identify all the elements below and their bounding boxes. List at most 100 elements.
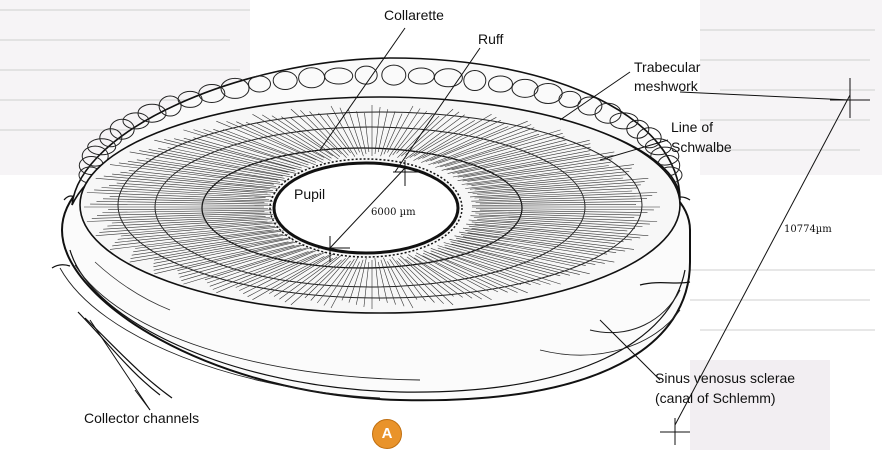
iris-striation bbox=[409, 117, 471, 158]
iris-striation bbox=[245, 121, 324, 161]
collector-leader-2 bbox=[134, 389, 151, 411]
iris-striation bbox=[396, 113, 434, 154]
iris-striation bbox=[154, 241, 294, 275]
iris-striation bbox=[457, 153, 590, 178]
iris-striation bbox=[443, 242, 570, 276]
iris-striation bbox=[109, 229, 274, 250]
iris-striation bbox=[374, 257, 380, 302]
pupillary-ruff bbox=[269, 158, 463, 258]
dimension-lines bbox=[318, 78, 870, 445]
iris-striation bbox=[432, 127, 535, 165]
iris-striation bbox=[388, 108, 421, 157]
meshwork-cell bbox=[220, 77, 250, 99]
iris-striation bbox=[452, 143, 591, 174]
iris-striation bbox=[430, 120, 528, 161]
meshwork-cell bbox=[488, 75, 513, 93]
iris-striation bbox=[290, 259, 342, 306]
collector-leader-1 bbox=[89, 319, 151, 411]
iris-striation bbox=[475, 198, 648, 203]
collarette-leader bbox=[319, 27, 406, 151]
iris-striation bbox=[474, 223, 641, 239]
iris-striation bbox=[114, 225, 276, 243]
iris-striation bbox=[462, 151, 615, 178]
label-ruff: Ruff bbox=[478, 31, 504, 47]
iris-striation bbox=[262, 114, 332, 159]
label-schwalbe-line2: Schwalbe bbox=[671, 139, 732, 155]
iris-striation bbox=[96, 211, 265, 216]
iris-striation bbox=[158, 148, 290, 175]
iris-striation bbox=[435, 133, 540, 168]
iris-striation bbox=[399, 255, 454, 306]
iris-striation bbox=[478, 214, 658, 222]
iris-striation bbox=[310, 256, 350, 301]
meshwork-cell bbox=[81, 145, 109, 167]
iris-striation bbox=[462, 158, 613, 182]
iris-striation bbox=[449, 239, 577, 267]
iris-striation bbox=[243, 251, 326, 294]
iris-striation bbox=[339, 107, 360, 153]
iris-striation bbox=[391, 256, 426, 302]
iris-striation bbox=[444, 247, 551, 277]
iris-striation bbox=[99, 220, 268, 233]
iris-striation bbox=[271, 115, 333, 156]
pupil bbox=[272, 161, 460, 255]
iris-striation bbox=[348, 259, 364, 303]
iris-striation bbox=[323, 259, 355, 306]
iris-striation bbox=[133, 230, 284, 253]
iris-striation bbox=[473, 217, 643, 227]
iris-striation bbox=[422, 255, 499, 293]
iris-striation bbox=[363, 261, 370, 308]
leader-lines bbox=[89, 27, 851, 411]
iris-striation bbox=[131, 233, 279, 256]
iris-striation bbox=[462, 227, 635, 250]
iris-striation bbox=[441, 136, 565, 171]
iris-striation bbox=[364, 112, 370, 153]
iris-striation bbox=[405, 111, 460, 155]
iris-striation bbox=[356, 111, 367, 155]
label-outer-dimension: 10774µm bbox=[784, 224, 832, 235]
label-trabecular-line1: Trabecular bbox=[634, 59, 701, 75]
iris-striation bbox=[387, 261, 414, 309]
label-sinus-line2: (canal of Schlemm) bbox=[655, 390, 776, 406]
panel-letter-badge: A bbox=[372, 419, 402, 449]
schwalbe-leader bbox=[599, 139, 669, 161]
iris-striation bbox=[374, 106, 381, 155]
iris-striation bbox=[212, 250, 314, 290]
meshwork-cell bbox=[324, 67, 354, 85]
iris-striation bbox=[383, 113, 403, 155]
iris-striation bbox=[177, 241, 299, 271]
iris-striation bbox=[462, 236, 615, 263]
iris-striation bbox=[129, 234, 288, 263]
iris-striation bbox=[135, 230, 279, 249]
meshwork-cell bbox=[463, 70, 487, 91]
iris-striation bbox=[309, 111, 349, 156]
iris-striation bbox=[383, 257, 405, 307]
iris-striation bbox=[437, 247, 551, 285]
iris-striation bbox=[479, 209, 648, 213]
iris-striation bbox=[109, 164, 274, 185]
meshwork-cell bbox=[558, 90, 582, 108]
iris-striation bbox=[468, 219, 628, 232]
iris-striation bbox=[398, 258, 444, 304]
iris-striation bbox=[117, 225, 271, 240]
iris-striation bbox=[153, 237, 293, 268]
iris-striation bbox=[326, 114, 356, 157]
iris-striation bbox=[465, 171, 630, 189]
pupil-group bbox=[269, 158, 463, 258]
iris-striation bbox=[154, 237, 283, 261]
label-collarette: Collarette bbox=[384, 7, 444, 23]
iris-striation bbox=[193, 137, 302, 169]
iris-striation bbox=[472, 181, 645, 194]
iris-striation bbox=[204, 247, 307, 281]
iris-striation bbox=[330, 257, 359, 309]
iris-striation bbox=[477, 219, 636, 229]
iris-striation bbox=[397, 115, 440, 158]
iris-striation bbox=[120, 171, 279, 189]
iris-striation bbox=[475, 208, 654, 211]
meshwork-cell bbox=[609, 112, 639, 130]
iris-striation bbox=[471, 195, 653, 202]
iris-striation bbox=[471, 228, 616, 244]
iris-striation bbox=[318, 112, 351, 154]
iris-striation bbox=[466, 223, 632, 241]
iris-striation bbox=[430, 250, 522, 285]
